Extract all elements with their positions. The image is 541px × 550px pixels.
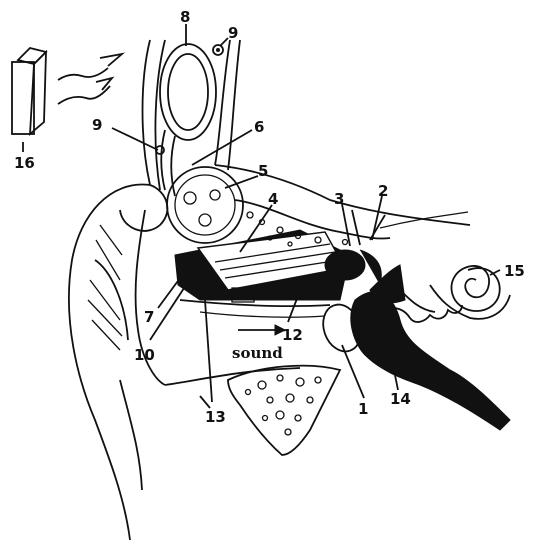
sound-arrow xyxy=(238,324,287,336)
label-2: 2 xyxy=(378,182,388,200)
lower-bone xyxy=(227,364,342,456)
label-9-side: 9 xyxy=(92,116,102,134)
label-14: 14 xyxy=(390,390,411,408)
magnet-9-top xyxy=(212,44,224,56)
sound-label: sound xyxy=(232,344,283,362)
label-13: 13 xyxy=(205,408,226,426)
label-7: 7 xyxy=(144,308,154,326)
label-16: 16 xyxy=(14,154,35,172)
ear-canal xyxy=(179,299,331,318)
label-6: 6 xyxy=(254,118,264,136)
transducer-3 xyxy=(324,249,382,286)
label-9-top: 9 xyxy=(228,24,238,42)
label-12: 12 xyxy=(282,326,303,344)
external-device-16 xyxy=(11,47,48,152)
label-1: 1 xyxy=(358,400,368,418)
label-10: 10 xyxy=(134,346,155,364)
label-4: 4 xyxy=(268,190,278,208)
label-15: 15 xyxy=(504,262,525,280)
receiver-coil-8 xyxy=(159,43,217,197)
tympanic-membrane-1 xyxy=(322,303,362,353)
leader-lines xyxy=(111,24,501,409)
label-5: 5 xyxy=(258,162,268,180)
skull-contours xyxy=(141,39,471,229)
pinna xyxy=(68,183,301,541)
implant-body xyxy=(166,166,351,303)
label-3: 3 xyxy=(334,190,344,208)
cochlea-15 xyxy=(384,265,511,323)
inner-ear-14 xyxy=(350,264,511,431)
sound-wave-arrows xyxy=(57,52,126,105)
label-8: 8 xyxy=(180,8,190,26)
temporal-bone-texture xyxy=(234,199,391,247)
